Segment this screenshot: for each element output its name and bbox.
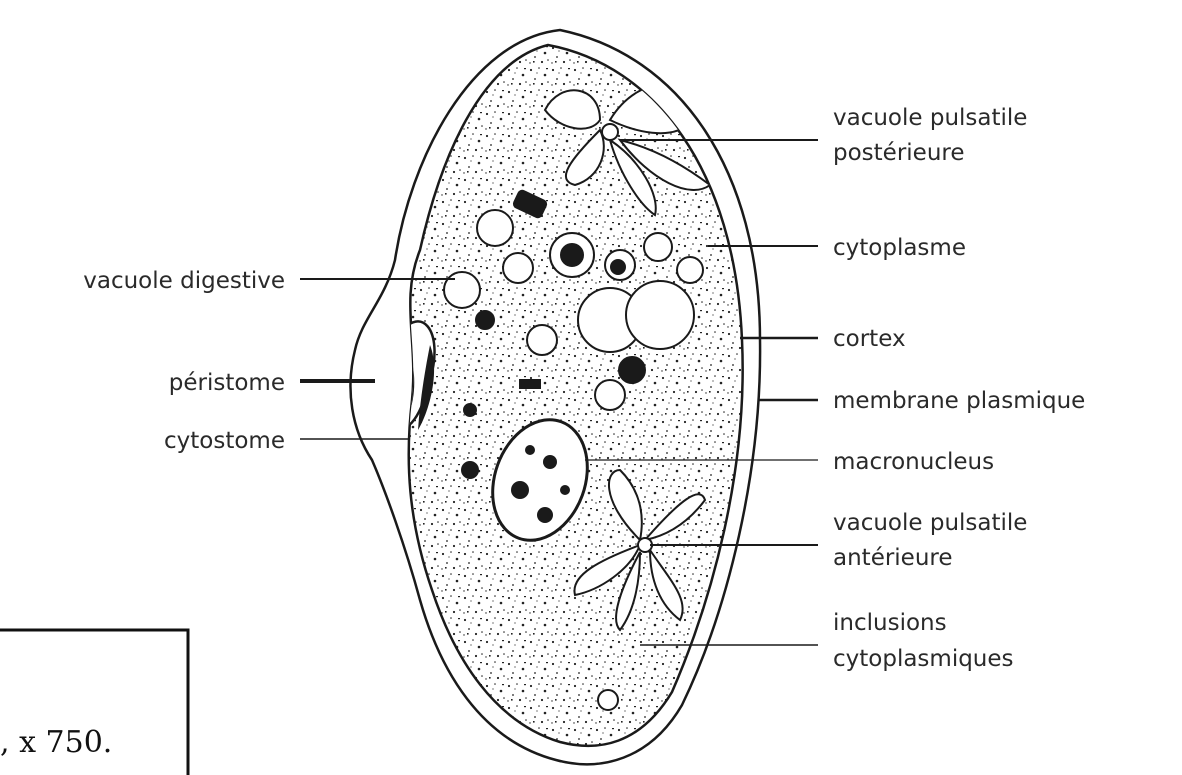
label-macronucleus: macronucleus <box>833 449 994 475</box>
label-vacuole-digestive: vacuole digestive <box>83 268 285 294</box>
label-cytostome: cytostome <box>164 428 285 454</box>
cell-cytoplasm <box>409 45 743 746</box>
label-vacuole-anterieure-line2: antérieure <box>833 545 953 571</box>
label-vacuole-anterieure-line1: vacuole pulsatile <box>833 510 1027 536</box>
label-membrane-plasmique: membrane plasmique <box>833 388 1085 414</box>
label-vacuole-posterieure-line2: postérieure <box>833 140 965 166</box>
label-inclusions-line2: cytoplasmiques <box>833 646 1014 672</box>
label-peristome: péristome <box>169 370 285 396</box>
caption-text: , x 750. <box>0 725 112 760</box>
label-inclusions-line1: inclusions <box>833 610 947 636</box>
label-cortex: cortex <box>833 326 906 352</box>
label-cytoplasme: cytoplasme <box>833 235 966 261</box>
label-vacuole-posterieure-line1: vacuole pulsatile <box>833 105 1027 131</box>
caption-box: , x 750. <box>0 630 188 775</box>
